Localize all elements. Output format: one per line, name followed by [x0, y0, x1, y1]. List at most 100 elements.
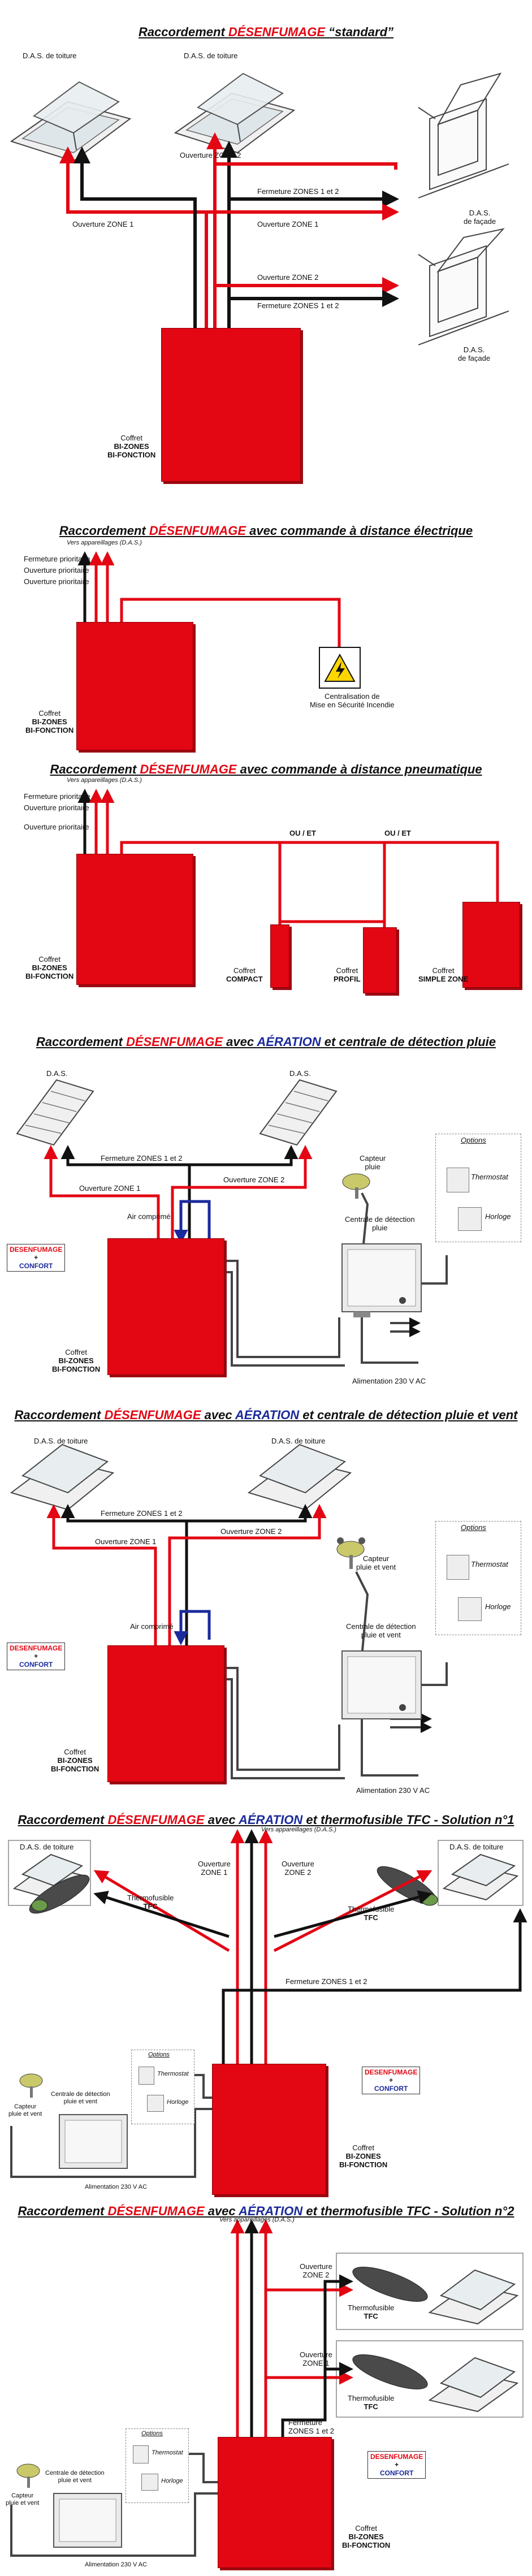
ouverture-prioritaire-1: Ouverture prioritaire [24, 803, 89, 812]
desenfumage-confort-badge: DESENFUMAGE+CONFORT [7, 1244, 66, 1272]
alimentation-label: Alimentation 230 V AC [85, 2184, 148, 2190]
desenfumage-confort-badge: DESENFUMAGE+CONFORT [367, 2451, 426, 2479]
ouverture-zone2-label: Ouverture ZONE 2 [180, 151, 241, 159]
vers-appareillages: Vers appareillages (D.A.S.) [67, 539, 142, 546]
options-box [126, 2428, 189, 2503]
wiring-diagram [77, 551, 361, 689]
horloge-icon [147, 2095, 164, 2112]
wiring-diagram [10, 1443, 448, 1779]
coffret-bi-zones [76, 854, 193, 985]
coffret-bi-zones [76, 622, 193, 750]
section-pneumatique: Raccordement DÉSENFUMAGE avec commande à… [0, 752, 532, 1023]
horloge-icon [458, 1207, 482, 1231]
thermostat-icon [133, 2445, 149, 2463]
wiring-diagram [10, 72, 509, 345]
fermeture-label: Fermeture ZONES 1 et 2 [101, 1154, 183, 1162]
wiring-diagram [16, 1079, 448, 1367]
das-facade-label-2: D.A.S.de façade [458, 345, 491, 362]
section-aeration-pluie: Raccordement DÉSENFUMAGE avec AÉRATION e… [0, 1023, 532, 1402]
vers-appareillages: Vers appareillages (D.A.S.) [261, 1826, 336, 1833]
section-standard: Raccordement DÉSENFUMAGE “standard” [0, 0, 532, 486]
ouverture-zone1-label: Ouverture ZONE 1 [79, 1184, 141, 1192]
thermostat-icon [139, 2067, 154, 2085]
das-facade-label-1: D.A.S.de façade [464, 209, 496, 226]
ouverture-zone2-label-b: Ouverture ZONE 2 [257, 273, 319, 282]
capteur-pluie-vent-icon [19, 2073, 43, 2098]
section-title: Raccordement DÉSENFUMAGE avec AÉRATION e… [18, 2204, 514, 2218]
vers-appareillages: Vers appareillages (D.A.S.) [67, 777, 142, 784]
options-label: Options [148, 2051, 170, 2058]
air-comprime-label: Air comprimé [127, 1212, 171, 1221]
air-comprime-label: Air comprimé [130, 1622, 174, 1631]
ouverture-zone1-label-a: Ouverture ZONE 1 [72, 220, 134, 228]
section-title: Raccordement DÉSENFUMAGE avec AÉRATION e… [18, 1813, 514, 1827]
roof-das-1-icon [10, 1443, 115, 1511]
horloge-label: Horloge [161, 2478, 183, 2484]
centrale-pluie-vent-icon [59, 2114, 128, 2169]
fermeture-label-b: Fermeture ZONES 1 et 2 [257, 301, 339, 310]
das-toiture-label-1: D.A.S. de toiture [23, 51, 77, 60]
thermofusible-1-icon [352, 2267, 428, 2302]
coffret-compact [270, 924, 289, 988]
fermeture-prioritaire: Fermeture prioritaire [24, 792, 90, 801]
section-tfc-solution-1: Raccordement DÉSENFUMAGE avec AÉRATION e… [0, 1809, 532, 2199]
section-title: Raccordement DÉSENFUMAGE avec commande à… [50, 762, 482, 776]
fermeture-prioritaire: Fermeture prioritaire [24, 555, 90, 563]
wiring-diagram [8, 1829, 527, 2178]
capteur-pluie-vent-icon [16, 2463, 40, 2488]
thermostat-label: Thermostat [471, 1173, 508, 1181]
ou-et-label-2: OU / ET [384, 829, 411, 837]
roof-das-2-icon [438, 1840, 524, 1906]
horloge-label: Horloge [485, 1602, 511, 1611]
thermofusible-2-icon [377, 1866, 438, 1906]
options-label: Options [461, 1136, 486, 1144]
thermofusible-1-icon [29, 1874, 90, 1914]
alimentation-label: Alimentation 230 V AC [356, 1786, 430, 1795]
das-toiture-label-2: D.A.S. de toiture [184, 51, 238, 60]
options-label: Options [141, 2430, 163, 2437]
thermostat-label: Thermostat [157, 2071, 189, 2077]
horloge-label: Horloge [167, 2099, 189, 2106]
section-title: Raccordement DÉSENFUMAGE avec commande à… [59, 524, 473, 538]
desenfumage-confort-badge: DESENFUMAGE+CONFORT [362, 2067, 421, 2095]
ouverture-prioritaire-1: Ouverture prioritaire [24, 566, 89, 574]
section-tfc-solution-2: Raccordement DÉSENFUMAGE avec AÉRATION e… [0, 2199, 532, 2576]
options-box [131, 2050, 194, 2124]
capteur-pluie-vent-icon [336, 1537, 365, 1569]
centrale-pluie-vent-icon [53, 2493, 122, 2548]
roof-das-2-icon [336, 2340, 524, 2418]
facade-das-2-icon [418, 228, 509, 345]
ouverture-zone1-label: Ouverture ZONE 1 [95, 1537, 157, 1546]
thermostat-label: Thermostat [471, 1560, 508, 1568]
coffret-simple-zone [462, 902, 520, 988]
horloge-icon [141, 2474, 158, 2491]
section-title: Raccordement DÉSENFUMAGE avec AÉRATION e… [36, 1035, 496, 1049]
section-title: Raccordement DÉSENFUMAGE avec AÉRATION e… [14, 1408, 518, 1422]
centrale-pluie-vent-icon [341, 1650, 422, 1719]
alimentation-label: Alimentation 230 V AC [85, 2561, 148, 2568]
fermeture-label-a: Fermeture ZONES 1 et 2 [257, 187, 339, 196]
coffret-bi-zones [212, 2064, 326, 2195]
das-label-1: D.A.S. de toiture [34, 1437, 88, 1445]
thermofusible-2-icon [352, 2354, 428, 2389]
thermostat-label: Thermostat [152, 2449, 183, 2456]
coffret-bi-zones [107, 1238, 224, 1375]
section-aeration-pluie-vent: Raccordement DÉSENFUMAGE avec AÉRATION e… [0, 1402, 532, 1809]
wiring-diagram [10, 2219, 524, 2557]
